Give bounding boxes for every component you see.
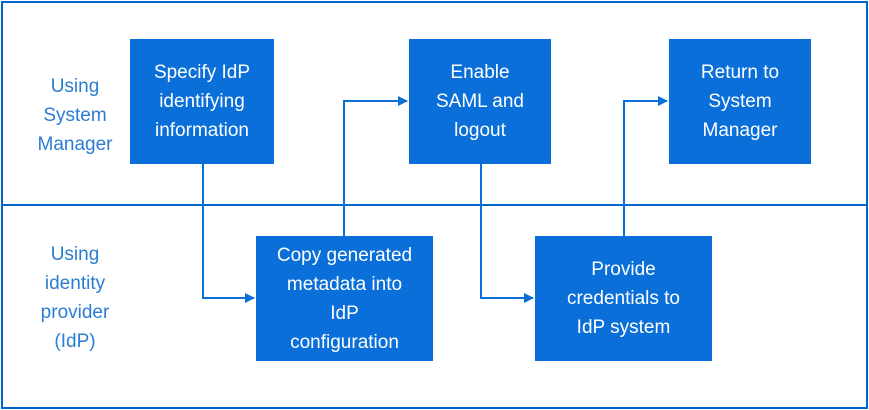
swimlane-divider bbox=[1, 204, 867, 206]
lane-label-system-manager: Using System Manager bbox=[37, 76, 113, 155]
step-provide-credentials: Provide credentials to IdP system bbox=[535, 236, 712, 361]
step-enable-saml: Enable SAML and logout bbox=[409, 39, 551, 164]
step-copy-metadata: Copy generated metadata into IdP configu… bbox=[256, 236, 433, 361]
step-specify-idp: Specify IdP identifying information bbox=[130, 39, 274, 164]
step-return-system-manager: Return to System Manager bbox=[669, 39, 811, 164]
lane-label-identity-provider: Using identity provider (IdP) bbox=[40, 244, 110, 352]
